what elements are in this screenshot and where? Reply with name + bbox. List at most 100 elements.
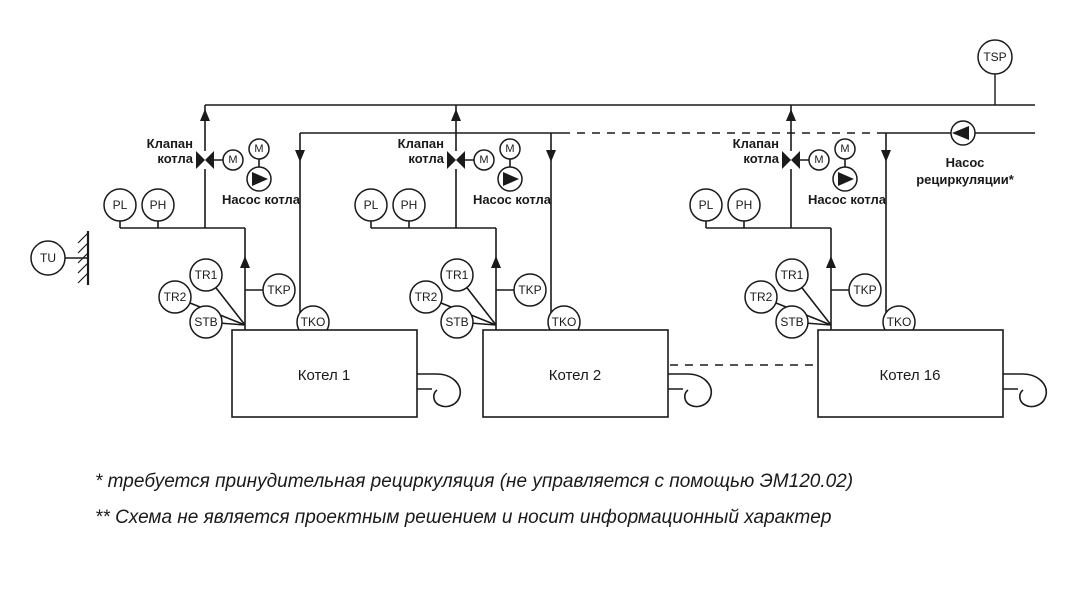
sensor-stb-label: STB: [780, 315, 803, 329]
recirc-pump-label-2: рециркуляции*: [916, 172, 1014, 187]
sensor-stb: STB: [775, 305, 809, 339]
sensor-ph-label: PH: [401, 198, 418, 212]
sensor-tr2: TR2: [744, 280, 778, 314]
sensor-tko-label: TKO: [552, 315, 577, 329]
pump-motor-label: M: [840, 143, 849, 155]
boiler-pump-icon: [246, 166, 272, 192]
boiler-pump-icon: [497, 166, 523, 192]
boiler-valve-icon: [782, 151, 800, 169]
sensor-tr2: TR2: [158, 280, 192, 314]
sensor-tr1-label: TR1: [781, 268, 804, 282]
flow-arrow-up-supply-icon: [200, 109, 210, 121]
boiler-box: [231, 329, 418, 418]
valve-label-1: Клапан: [398, 136, 444, 151]
boiler-unit-2: M M PL PH TR1 TR2 STB: [354, 105, 713, 418]
sensor-tu-label: TU: [40, 251, 56, 265]
flow-arrow-up-supply-icon: [451, 109, 461, 121]
sensor-pl: PL: [689, 188, 723, 222]
sensor-tu: TU: [30, 240, 66, 276]
pump-motor: M: [499, 138, 521, 160]
boiler-box: [482, 329, 669, 418]
flow-arrow-down-return-icon: [546, 150, 556, 162]
sensor-stb: STB: [189, 305, 223, 339]
flow-arrow-up-outlet-icon: [491, 256, 501, 268]
sensor-tr1: TR1: [775, 258, 809, 292]
flow-arrow-up-supply-icon: [786, 109, 796, 121]
sensor-stb: STB: [440, 305, 474, 339]
boiler-unit-1: M M PL PH TR1 TR2 STB: [103, 105, 462, 418]
sensor-tr2-label: TR2: [415, 290, 438, 304]
sensor-ph-label: PH: [150, 198, 167, 212]
sensor-tko-label: TKO: [887, 315, 912, 329]
valve-motor-label: M: [479, 154, 488, 166]
outdoor-sensor-unit: TU: [30, 231, 90, 285]
sensor-tr1: TR1: [440, 258, 474, 292]
sensor-tsp-label: TSP: [983, 50, 1006, 64]
boiler-unit-16: M M PL PH TR1 TR2 STB: [689, 105, 1048, 418]
sensor-tr2-label: TR2: [750, 290, 773, 304]
pump-motor: M: [834, 138, 856, 160]
sensor-tkp-label: TKP: [518, 283, 541, 297]
boiler-name: Котел 16: [880, 367, 941, 384]
sensor-pl-label: PL: [113, 198, 128, 212]
burner-icon: [1003, 373, 1048, 408]
sensor-pl: PL: [354, 188, 388, 222]
footnote-2: ** Схема не является проектным решением …: [95, 507, 831, 528]
sensor-tr1-label: TR1: [446, 268, 469, 282]
valve-label-1: Клапан: [147, 136, 193, 151]
valve-motor: M: [808, 149, 830, 171]
valve-label-2: котла: [157, 151, 193, 166]
footnote-1: * требуется принудительная рециркуляция …: [95, 471, 853, 492]
recirc-pump-label-1: Насос: [946, 155, 985, 170]
recirc-pump-unit: Насос рециркуляции*: [916, 120, 1015, 187]
valve-motor-label: M: [814, 154, 823, 166]
sensor-ph: PH: [141, 188, 175, 222]
pump-motor-label: M: [254, 143, 263, 155]
sensor-stb-label: STB: [194, 315, 217, 329]
valve-motor: M: [222, 149, 244, 171]
pump-motor: M: [248, 138, 270, 160]
sensor-tr1: TR1: [189, 258, 223, 292]
pump-label: Насос котла: [473, 192, 552, 207]
boiler-box: [817, 329, 1004, 418]
flow-arrow-down-return-icon: [295, 150, 305, 162]
sensor-pl-label: PL: [364, 198, 379, 212]
recirc-pump-icon: [950, 120, 976, 146]
wall-hatch: [77, 232, 89, 284]
valve-motor: M: [473, 149, 495, 171]
sensor-tkp: TKP: [848, 273, 882, 307]
valve-label-2: котла: [408, 151, 444, 166]
pump-motor-label: M: [505, 143, 514, 155]
burner-icon: [668, 373, 713, 408]
sensor-ph: PH: [392, 188, 426, 222]
sensor-tkp: TKP: [513, 273, 547, 307]
sensor-tko-label: TKO: [301, 315, 326, 329]
sensor-pl-label: PL: [699, 198, 714, 212]
sensor-tr2: TR2: [409, 280, 443, 314]
sensor-tr1-label: TR1: [195, 268, 218, 282]
boiler-name: Котел 2: [549, 367, 602, 384]
valve-motor-label: M: [228, 154, 237, 166]
sensor-stb-label: STB: [445, 315, 468, 329]
sensor-pl: PL: [103, 188, 137, 222]
sensor-tr2-label: TR2: [164, 290, 187, 304]
flow-arrow-up-outlet-icon: [240, 256, 250, 268]
burner-icon: [417, 373, 462, 408]
boiler-valve-icon: [196, 151, 214, 169]
sensor-tkp-label: TKP: [267, 283, 290, 297]
boiler-valve-icon: [447, 151, 465, 169]
flow-arrow-down-return-icon: [881, 150, 891, 162]
valve-label-1: Клапан: [733, 136, 779, 151]
supply-temp-sensor-unit: TSP: [977, 39, 1013, 105]
boiler-name: Котел 1: [298, 367, 351, 384]
valve-label-2: котла: [743, 151, 779, 166]
sensor-ph: PH: [727, 188, 761, 222]
sensor-tkp: TKP: [262, 273, 296, 307]
pump-label: Насос котла: [222, 192, 301, 207]
sensor-tkp-label: TKP: [853, 283, 876, 297]
boiler-pump-icon: [832, 166, 858, 192]
pump-label: Насос котла: [808, 192, 887, 207]
sensor-ph-label: PH: [736, 198, 753, 212]
